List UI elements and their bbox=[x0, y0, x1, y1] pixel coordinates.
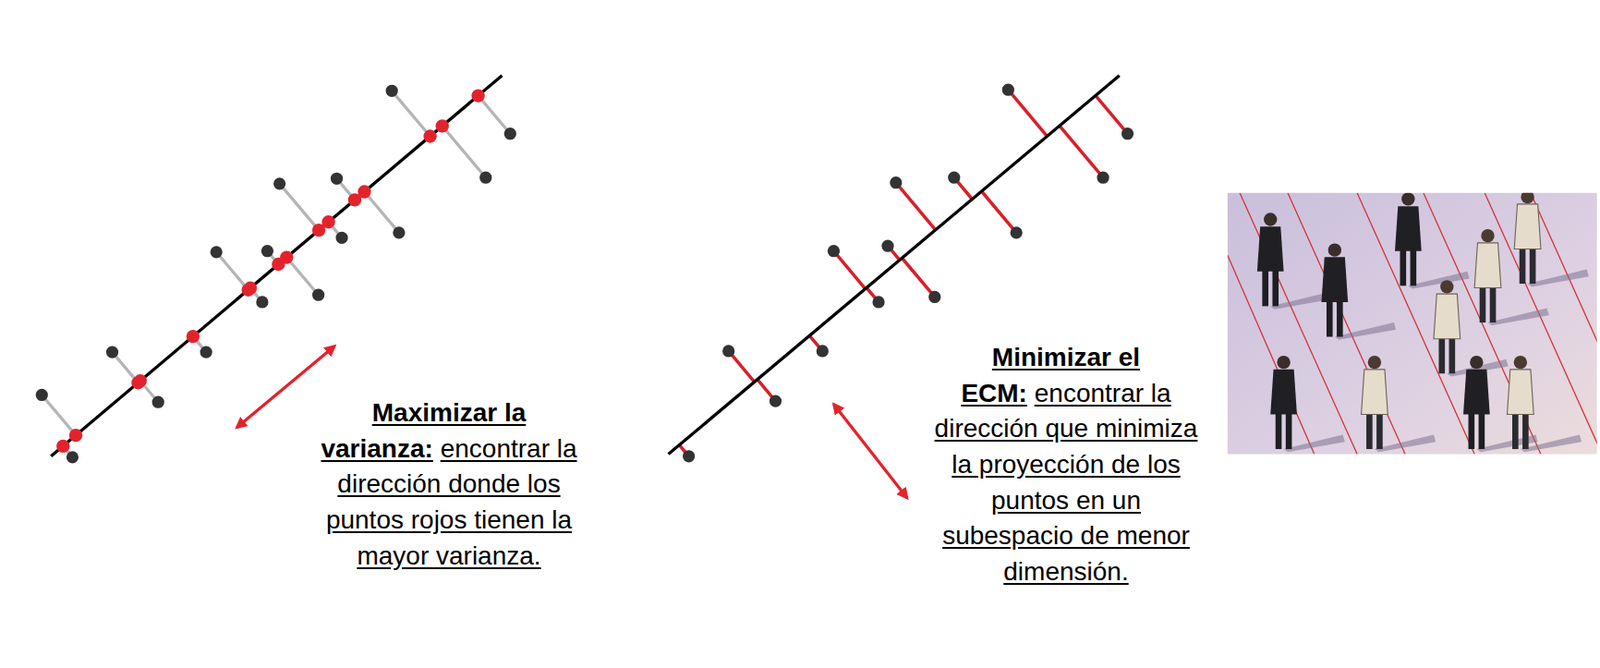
variance-arrow bbox=[236, 345, 335, 427]
caption-block: Minimizar el ECM:encontrar la dirección … bbox=[928, 339, 1204, 590]
projection-rays bbox=[1227, 193, 1598, 455]
person-figure bbox=[1270, 355, 1346, 452]
person-figure bbox=[1506, 355, 1582, 452]
photo-background bbox=[1227, 193, 1598, 455]
person-figure bbox=[1321, 242, 1396, 340]
person-figure bbox=[1361, 355, 1437, 452]
person-figure bbox=[1394, 193, 1470, 290]
error-arrow bbox=[833, 403, 908, 498]
description-text: encontrar la dirección que minimiza la p… bbox=[934, 378, 1199, 586]
person-figure bbox=[1257, 212, 1333, 309]
person-figure bbox=[1514, 193, 1589, 288]
caption-block: Maximizar la varianza:encontrar la direc… bbox=[304, 395, 594, 574]
projected-points bbox=[62, 96, 478, 447]
